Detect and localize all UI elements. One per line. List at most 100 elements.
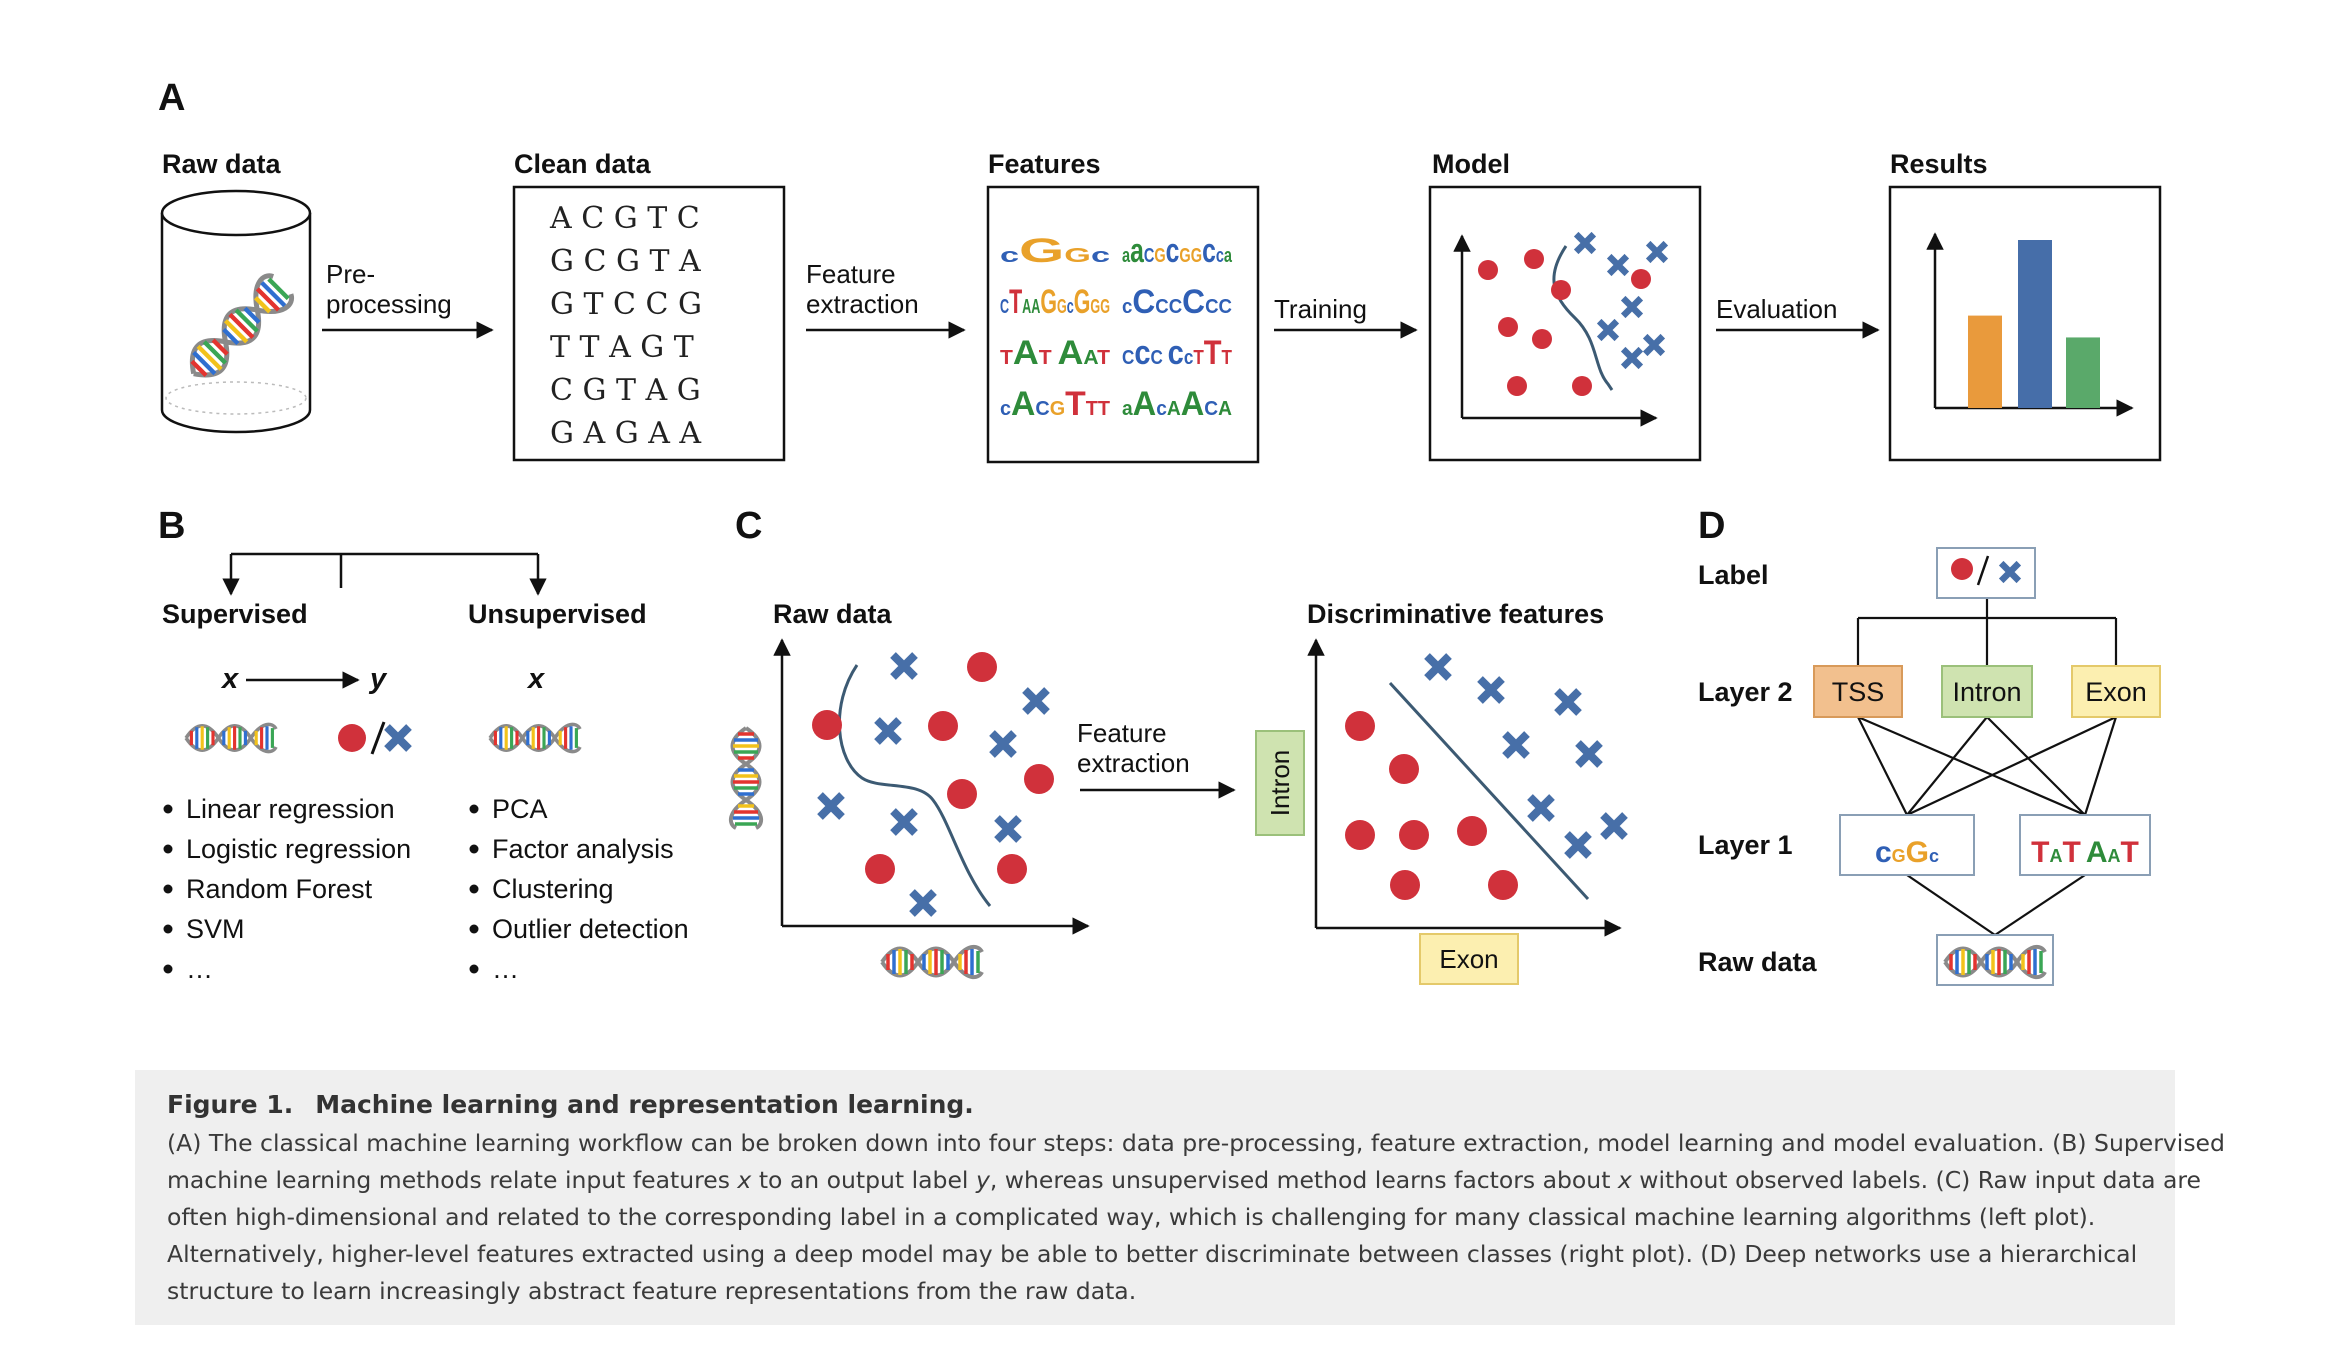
- caption-line-4: Alternatively, higher-level features ext…: [167, 1240, 2138, 1268]
- result-bar: [1968, 315, 2002, 408]
- sequence-row: G T C C G: [550, 287, 702, 322]
- sequence-row: G C G T A: [550, 244, 701, 279]
- caption-line-2: machine learning methods relate input fe…: [167, 1166, 2201, 1194]
- bullet: [163, 964, 173, 974]
- motif-logo: TAT AAT: [1000, 334, 1110, 372]
- result-bar: [2066, 337, 2100, 408]
- arrow-label-feature-extraction-2: extraction: [806, 289, 919, 319]
- bullet: [469, 884, 479, 894]
- raw-red-points: [812, 652, 1054, 884]
- layer2-nodes: TSS Intron Exon: [1813, 665, 2161, 718]
- method-item: Random Forest: [186, 874, 373, 904]
- caption-figure-number: Figure 1.: [167, 1090, 294, 1119]
- bullet: [469, 924, 479, 934]
- layer1-motif-logo-1: cGGc: [1875, 836, 1939, 869]
- unsupervised-x-symbol: x: [526, 663, 546, 695]
- row-label-raw-data: Raw data: [1698, 947, 1818, 977]
- stage-title-raw-data: Raw data: [162, 149, 282, 179]
- motif-logo: CcC ccTTT: [1122, 334, 1232, 372]
- row-label-layer2: Layer 2: [1698, 677, 1793, 707]
- arrow-label-evaluation: Evaluation: [1716, 294, 1837, 324]
- motif-logo: cCCCCCC: [1122, 283, 1232, 321]
- stage-title-clean-data: Clean data: [514, 149, 652, 179]
- motif-logo: cACGTTT: [1000, 385, 1110, 423]
- raw-x-axis-dna-icon: [880, 944, 984, 980]
- method-item: Linear regression: [186, 794, 395, 824]
- sequence-row: A C G T C: [549, 201, 700, 236]
- exon-axis-label: Exon: [1419, 933, 1519, 985]
- arrow-label-feature-extraction-1: Feature: [806, 259, 896, 289]
- method-item: SVM: [186, 914, 245, 944]
- raw-data-node: [1936, 934, 2054, 986]
- sequence-row: T T A G T: [550, 330, 694, 365]
- row-label-label: Label: [1698, 560, 1769, 590]
- c-arrow-label-2: extraction: [1077, 748, 1190, 778]
- method-item: Factor analysis: [492, 834, 674, 864]
- unsupervised-dna-icon: [488, 722, 582, 754]
- layer2-node-label: Intron: [1952, 677, 2021, 707]
- layer1-node-1: cGGc: [1839, 814, 1975, 876]
- c-arrow-label-1: Feature: [1077, 718, 1167, 748]
- method-item: Clustering: [492, 874, 614, 904]
- arrow-label-training: Training: [1274, 294, 1367, 324]
- output-label-node: [1936, 547, 2036, 599]
- supervised-dna-icon: [184, 722, 278, 754]
- caption-title-line: Figure 1. Machine learning and representa…: [167, 1090, 2143, 1119]
- arrow-label-preprocessing-1: Pre-: [326, 259, 375, 289]
- caption-title: Machine learning and representation lear…: [315, 1090, 974, 1119]
- bullet: [163, 804, 173, 814]
- figure-canvas: A Raw data Clean data Features Model Res…: [158, 77, 2162, 986]
- label-dot-cross-icon: [338, 721, 409, 755]
- bullet: [163, 884, 173, 894]
- arrow-label-preprocessing-2: processing: [326, 289, 452, 319]
- panel-c-right-title: Discriminative features: [1307, 599, 1604, 629]
- layer2-node-exon: Exon: [2071, 665, 2161, 718]
- method-item: …: [186, 954, 213, 984]
- clean-data-sequences: A C G T CG C G T AG T C C GT T A G TC G …: [549, 201, 702, 451]
- row-label-layer1: Layer 1: [1698, 830, 1793, 860]
- panel-c-left-title: Raw data: [773, 599, 893, 629]
- result-bar: [2018, 240, 2052, 408]
- stage-title-features: Features: [988, 149, 1101, 179]
- supervised-title: Supervised: [162, 599, 308, 629]
- caption-line-1: (A) The classical machine learning workf…: [167, 1129, 2225, 1157]
- stage-title-model: Model: [1432, 149, 1510, 179]
- method-item: Logistic regression: [186, 834, 411, 864]
- method-item: PCA: [492, 794, 548, 824]
- disc-red-points: [1345, 711, 1518, 900]
- model-scatter: [1453, 234, 1666, 427]
- panel-b-branch-connector: [222, 552, 547, 596]
- raw-data-cylinder: [160, 189, 312, 434]
- panel-a-letter: A: [158, 77, 185, 119]
- unsupervised-title: Unsupervised: [468, 599, 647, 629]
- results-bar-chart: [1968, 240, 2100, 408]
- method-item: Outlier detection: [492, 914, 689, 944]
- network-connections: [1856, 597, 2118, 936]
- supervised-x-symbol: x: [220, 663, 240, 695]
- bullet: [469, 844, 479, 854]
- raw-data-scatter: [728, 638, 1090, 980]
- disc-decision-boundary: [1388, 681, 1590, 901]
- bullet: [163, 844, 173, 854]
- figure-caption: Figure 1. Machine learning and representa…: [135, 1070, 2225, 1325]
- layer2-node-label: TSS: [1832, 677, 1885, 707]
- panel-d-letter: D: [1698, 505, 1725, 547]
- motif-logo: aaCGcGGcca: [1122, 232, 1233, 270]
- stage-title-results: Results: [1890, 149, 1988, 179]
- bullet: [469, 804, 479, 814]
- motif-logo: CTAAGGcGGG: [1000, 283, 1110, 321]
- caption-line-5: structure to learn increasingly abstract…: [167, 1277, 1137, 1305]
- exon-axis-text: Exon: [1439, 944, 1498, 974]
- sequence-row: G A G A A: [550, 416, 701, 451]
- panel-b-letter: B: [158, 505, 185, 547]
- motif-logo: aAcAACA: [1122, 385, 1232, 423]
- layer1-motif-logo-2: TAT AAT: [2031, 836, 2139, 869]
- panel-c-letter: C: [735, 505, 762, 547]
- raw-y-axis-dna-icon: [728, 726, 764, 830]
- model-red-points: [1478, 249, 1651, 396]
- layer2-node-label: Exon: [2085, 677, 2147, 707]
